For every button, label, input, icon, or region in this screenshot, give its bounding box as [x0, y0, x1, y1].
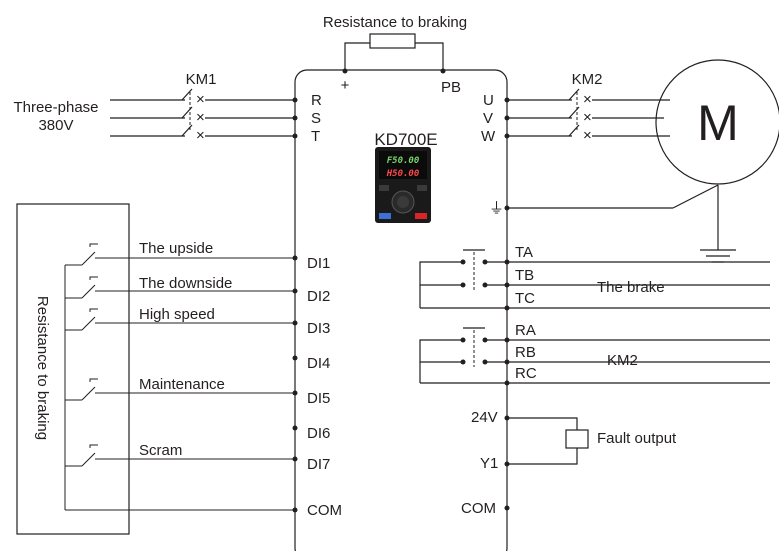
terminal-rc: RC — [515, 365, 537, 382]
terminal-t: T — [311, 128, 320, 145]
pb-terminal-label: PB — [441, 79, 461, 96]
terminal-di1: DI1 — [307, 255, 330, 272]
terminal-di4: DI4 — [307, 355, 330, 372]
inverter-keypad: F50.00 H50.00 — [375, 147, 431, 223]
svg-text:×: × — [196, 91, 205, 108]
terminal-w: W — [481, 128, 496, 145]
ground-connection: ⏚ — [489, 184, 736, 263]
svg-text:×: × — [196, 109, 205, 126]
terminal-di3: DI3 — [307, 320, 330, 337]
motor-label: M — [697, 95, 739, 151]
switch-high-speed — [65, 308, 295, 331]
label-downside: The downside — [139, 275, 232, 292]
fault-output-label: Fault output — [597, 430, 677, 447]
km1-contactor: × × × — [110, 88, 298, 144]
supply-label-line1: Three-phase — [13, 99, 98, 116]
terminal-s: S — [311, 110, 321, 127]
switch-upside — [65, 243, 295, 266]
inverter-body — [294, 69, 508, 551]
keypad-display-bottom: H50.00 — [386, 169, 420, 179]
label-maintenance: Maintenance — [139, 376, 225, 393]
braking-resistor-side-label: Resistance to braking — [34, 296, 51, 440]
label-upside: The upside — [139, 240, 213, 257]
km1-label: KM1 — [186, 71, 217, 88]
terminal-com-right: COM — [461, 500, 496, 517]
terminal-di6: DI6 — [307, 425, 330, 442]
fault-output-circuit — [504, 415, 589, 511]
terminal-ra: RA — [515, 322, 536, 339]
km2-contactor: × × × — [504, 88, 670, 144]
svg-text:×: × — [583, 109, 592, 126]
km2-relay-label: KM2 — [607, 352, 638, 369]
external-control-box — [16, 203, 130, 535]
terminal-tb: TB — [515, 267, 534, 284]
km2-contactor-label: KM2 — [572, 71, 603, 88]
terminal-24v: 24V — [471, 409, 498, 426]
terminal-com-left: COM — [307, 502, 342, 519]
terminal-di7: DI7 — [307, 456, 330, 473]
terminal-ta: TA — [515, 244, 533, 261]
terminal-v: V — [483, 110, 493, 127]
brake-relay — [419, 249, 770, 311]
braking-resistor-label: Resistance to braking — [323, 14, 467, 31]
terminal-u: U — [483, 92, 494, 109]
keypad-display-top: F50.00 — [387, 156, 420, 166]
terminal-tc: TC — [515, 290, 535, 307]
supply-label-line2: 380V — [38, 117, 73, 134]
di-terminal-dots — [292, 255, 298, 513]
svg-text:×: × — [583, 91, 592, 108]
svg-text:×: × — [196, 127, 205, 144]
svg-text:×: × — [583, 127, 592, 144]
label-scram: Scram — [139, 442, 182, 459]
ground-icon: ⏚ — [489, 200, 504, 217]
terminal-y1: Y1 — [480, 455, 498, 472]
terminal-di2: DI2 — [307, 288, 330, 305]
plus-terminal-label: + — [341, 77, 350, 94]
km2-relay — [419, 327, 770, 386]
inverter-model: KD700E — [374, 130, 437, 149]
brake-label: The brake — [597, 279, 665, 296]
label-high-speed: High speed — [139, 306, 215, 323]
terminal-rb: RB — [515, 344, 536, 361]
terminal-r: R — [311, 92, 322, 109]
terminal-di5: DI5 — [307, 390, 330, 407]
switch-scram — [65, 444, 295, 467]
motor — [655, 59, 779, 185]
braking-resistor — [342, 33, 446, 74]
switch-downside — [65, 276, 295, 299]
switch-maintenance — [65, 378, 295, 401]
